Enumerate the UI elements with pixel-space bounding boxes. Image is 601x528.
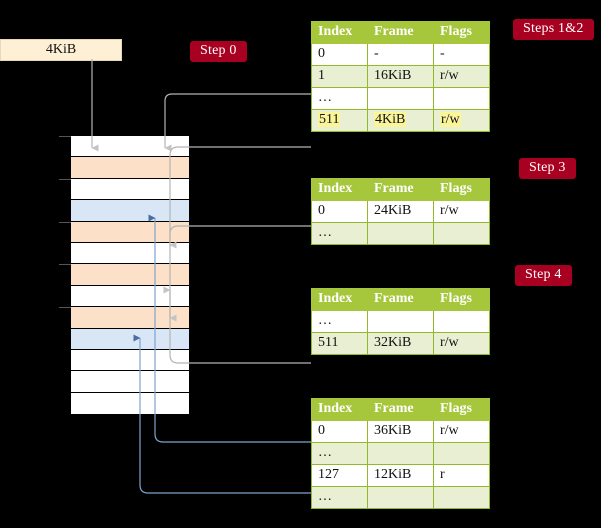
table-row: … — [311, 486, 490, 509]
cell-flags — [433, 310, 490, 333]
cell-index: 127 — [311, 464, 368, 487]
badge-step-3: Step 3 — [519, 158, 576, 179]
column-header-frame: Frame — [367, 398, 434, 421]
memory-frame-row — [71, 221, 189, 243]
memory-frame-row — [71, 200, 189, 222]
badge-step-4: Step 4 — [515, 265, 572, 286]
table-row: … — [311, 310, 490, 333]
cell-index: 511 — [311, 332, 368, 355]
cell-flags: r/w — [433, 65, 490, 88]
cell-index: … — [311, 442, 368, 465]
cell-frame — [367, 87, 434, 110]
memory-frame-row — [71, 157, 189, 179]
cell-flags — [433, 486, 490, 509]
cell-index: … — [311, 87, 368, 110]
cell-index: … — [311, 486, 368, 509]
cell-flags — [433, 442, 490, 465]
cell-flags: r/w — [433, 200, 490, 223]
memory-frame-row — [71, 307, 189, 329]
cell-flags: r — [433, 464, 490, 487]
column-header-flags: Flags — [433, 178, 490, 201]
memory-frame-row — [71, 264, 189, 286]
cell-flags: r/w — [433, 332, 490, 355]
cell-index: 0 — [311, 420, 368, 443]
cell-index: 0 — [311, 43, 368, 66]
memory-frame-row — [71, 392, 189, 415]
cell-flags — [433, 87, 490, 110]
memory-frame-row — [71, 349, 189, 372]
memory-frame-row — [71, 371, 189, 393]
wire-t2-row511-to-memory — [163, 286, 311, 364]
column-header-flags: Flags — [433, 288, 490, 311]
highlighted-value: 511 — [318, 112, 341, 127]
highlighted-value: 4KiB — [374, 112, 407, 127]
column-header-index: Index — [311, 178, 368, 201]
memory-frame-row — [71, 328, 189, 350]
memory-frame-row — [71, 285, 189, 308]
memory-frame-row — [71, 242, 189, 265]
cell-index: 511 — [311, 109, 368, 132]
cell-index: 1 — [311, 65, 368, 88]
table-row: 0-- — [311, 43, 490, 66]
cell-flags — [433, 222, 490, 245]
column-header-frame: Frame — [367, 178, 434, 201]
column-header-flags: Flags — [433, 398, 490, 421]
table-row: … — [311, 222, 490, 245]
memory-tick-mark — [59, 178, 71, 180]
cell-index: … — [311, 310, 368, 333]
wire-t0-row511-to-memory — [169, 146, 311, 249]
memory-tick-mark — [59, 221, 71, 223]
table-row: … — [311, 87, 490, 110]
column-header-frame: Frame — [367, 21, 434, 44]
column-header-frame: Frame — [367, 288, 434, 311]
cell-frame: 24KiB — [367, 200, 434, 223]
badge-steps-1-2: Steps 1&2 — [513, 19, 594, 40]
cell-frame — [367, 310, 434, 333]
cell-flags: r/w — [433, 109, 490, 132]
wire-t1-row0-to-memory — [169, 225, 311, 322]
badge-step-0: Step 0 — [190, 41, 247, 62]
request-size-label: 4KiB — [45, 42, 77, 57]
cell-flags: r/w — [433, 420, 490, 443]
memory-tick-mark — [59, 264, 71, 266]
column-header-index: Index — [311, 398, 368, 421]
column-header-index: Index — [311, 21, 368, 44]
cell-frame: 4KiB — [367, 109, 434, 132]
cell-frame — [367, 442, 434, 465]
request-size-box: 4KiB — [0, 39, 122, 61]
cell-index: … — [311, 222, 368, 245]
memory-frame-row — [71, 136, 189, 158]
table-row: … — [311, 442, 490, 465]
column-header-flags: Flags — [433, 21, 490, 44]
cell-frame — [367, 486, 434, 509]
highlighted-value: r/w — [440, 112, 461, 127]
memory-frame-row — [71, 178, 189, 201]
memory-tick-mark — [59, 136, 71, 137]
cell-index: 0 — [311, 200, 368, 223]
cell-frame: 16KiB — [367, 65, 434, 88]
table-row: 511 4KiB r/w — [311, 109, 490, 132]
cell-frame — [367, 222, 434, 245]
cell-frame: - — [367, 43, 434, 66]
cell-frame: 36KiB — [367, 420, 434, 443]
cell-frame: 12KiB — [367, 464, 434, 487]
cell-frame: 32KiB — [367, 332, 434, 355]
cell-flags: - — [433, 43, 490, 66]
memory-tick-mark — [59, 307, 71, 309]
physical-memory-column — [59, 135, 190, 415]
column-header-index: Index — [311, 288, 368, 311]
